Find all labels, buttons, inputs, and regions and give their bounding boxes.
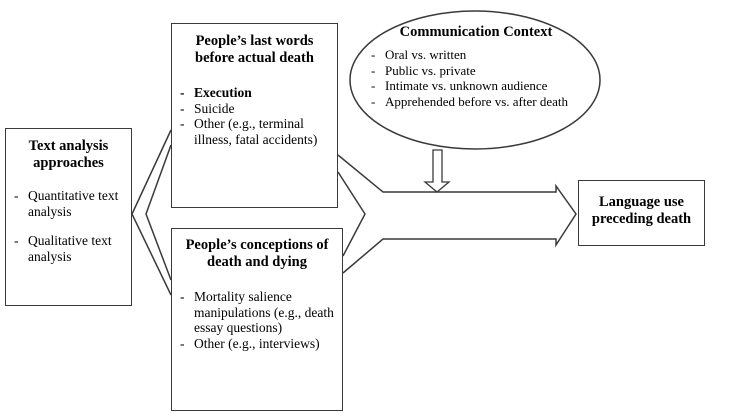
list-item: Mortality salience manipulations (e.g., … [180, 289, 342, 336]
text-analysis-list: Quantitative text analysis Qualitative t… [6, 188, 131, 264]
convergence-arrow [337, 154, 577, 274]
list-item: Suicide [180, 101, 337, 117]
communication-context-title: Communication Context [399, 24, 553, 40]
communication-context-list: Oral vs. written Public vs. private Inti… [351, 47, 601, 109]
last-words-title: People’s last words before actual death [195, 33, 314, 66]
approaches-chevron-inner [145, 144, 172, 281]
last-words-list: Execution Suicide Other (e.g., terminal … [172, 85, 337, 147]
list-item: Intimate vs. unknown audience [371, 78, 601, 94]
convergence-arrow-inner [337, 171, 366, 257]
text-analysis-title: Text analysis approaches [28, 138, 109, 171]
conceptions-title: People’s conceptions of death and dying [185, 237, 329, 270]
conceptions-list: Mortality salience manipulations (e.g., … [172, 289, 342, 351]
list-item: Execution [180, 85, 337, 101]
list-item: Other (e.g., terminal illness, fatal acc… [180, 116, 337, 147]
communication-context-content: Communication Context Oral vs. written P… [351, 6, 601, 136]
list-item: Apprehended before vs. after death [371, 94, 601, 110]
list-item: Oral vs. written [371, 47, 601, 63]
language-use-title: Language use preceding death [591, 194, 692, 227]
context-down-arrow [423, 149, 451, 193]
approaches-chevron [131, 129, 172, 296]
last-words-box: People’s last words before actual death … [171, 23, 338, 208]
list-item: Other (e.g., interviews) [180, 336, 342, 352]
text-analysis-approaches-box: Text analysis approaches Quantitative te… [5, 128, 132, 306]
list-item: Qualitative text analysis [14, 233, 131, 264]
list-item: Public vs. private [371, 63, 601, 79]
conceptions-of-death-box: People’s conceptions of death and dying … [171, 228, 343, 411]
list-item: Quantitative text analysis [14, 188, 131, 219]
language-use-box: Language use preceding death [578, 180, 705, 246]
